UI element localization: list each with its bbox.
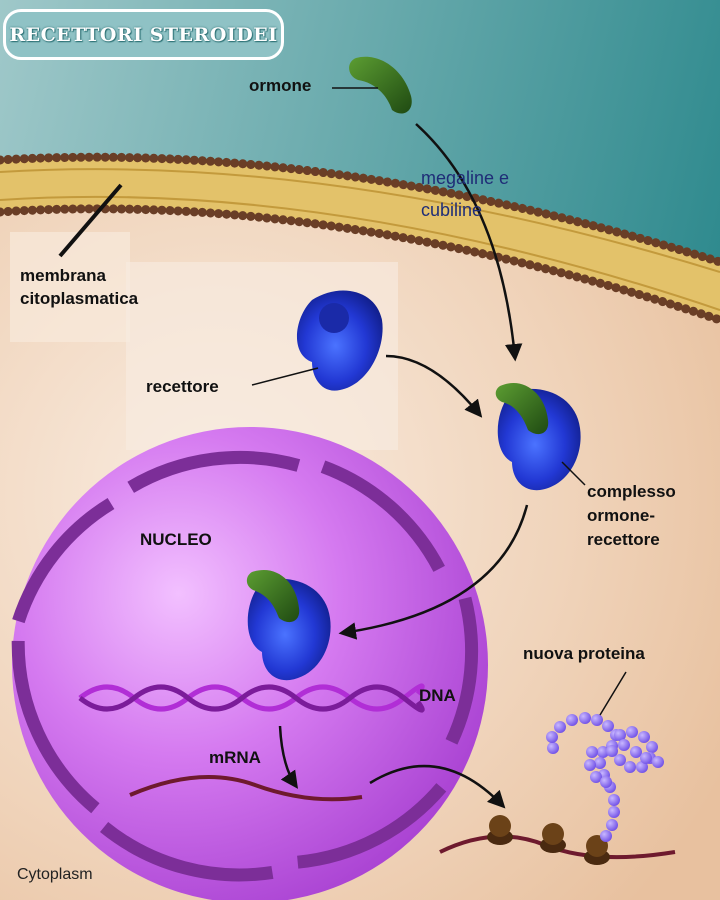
complesso-label-line1: complesso (587, 482, 676, 501)
page-title: RECETTORI STEROIDEI (9, 23, 278, 46)
mrna-label: mRNA (209, 748, 261, 767)
protein-bead (554, 721, 566, 733)
receptor-binding-arrow (385, 354, 483, 418)
cell-membrane (0, 152, 720, 325)
megaline-label-line1: megaline e (421, 168, 510, 188)
ormone-label: ormone (249, 76, 312, 95)
complesso-label-line2: ormone- (587, 506, 655, 525)
megaline-label-line2: cubiline (421, 200, 483, 220)
nucleo-label: NUCLEO (140, 530, 212, 549)
nuclear-envelope (11, 450, 479, 882)
protein-bead (626, 726, 638, 738)
protein-bead (602, 720, 614, 732)
cytoplasm-label: Cytoplasm (17, 866, 93, 883)
bound-hormone (246, 569, 300, 623)
cytoplasm-highlight (10, 232, 130, 342)
nucleus (11, 427, 488, 900)
ribosome (487, 815, 513, 845)
export-arrow (369, 764, 506, 809)
nuclear-translocation-arrow (338, 504, 529, 640)
protein-bead (630, 746, 642, 758)
mrna-strand (129, 775, 363, 802)
dna-label: DNA (419, 686, 456, 705)
membrana-label-line1: membrana (20, 266, 106, 285)
receptor-binding-site (319, 303, 349, 333)
nuova-proteina-label: nuova proteina (523, 644, 645, 663)
ribosomes (487, 815, 610, 865)
protein-bead (608, 794, 620, 806)
membrana-leader-line (58, 183, 123, 258)
protein-bead (614, 754, 626, 766)
protein-bead (547, 742, 559, 754)
protein-bead (579, 712, 591, 724)
protein-bead (591, 714, 603, 726)
transcription-arrow (278, 725, 299, 789)
protein-bead (586, 746, 598, 758)
proteina-leader-line (599, 671, 627, 716)
protein-bead (618, 739, 630, 751)
protein-bead (652, 756, 664, 768)
pathway-arrows (278, 123, 529, 809)
protein-bead (546, 731, 558, 743)
protein-bead (606, 745, 618, 757)
protein-bead (594, 757, 606, 769)
bound-hormone (495, 383, 549, 435)
protein-bead (606, 819, 618, 831)
recettore-leader-line (251, 367, 319, 386)
nuclear-hormone-receptor-complex (246, 569, 331, 681)
protein-bead (646, 741, 658, 753)
hormone-entry-arrow (415, 123, 523, 362)
recettore-label: recettore (146, 377, 219, 396)
protein-bead (640, 752, 652, 764)
title-box: RECETTORI STEROIDEI (3, 9, 284, 60)
protein-bead (566, 714, 578, 726)
new-protein-chain (546, 712, 664, 842)
protein-bead (600, 830, 612, 842)
protein-bead (608, 806, 620, 818)
protein-bead (638, 731, 650, 743)
protein-bead (597, 746, 609, 758)
nucleus-body (12, 427, 488, 900)
protein-bead (590, 771, 602, 783)
protein-bead (624, 761, 636, 773)
ribosome (540, 823, 566, 853)
membrana-label-line2: citoplasmatica (20, 289, 139, 308)
dna-helix (78, 683, 425, 713)
complesso-leader-line (561, 461, 586, 486)
receptor-protein (296, 290, 383, 391)
protein-bead (636, 761, 648, 773)
protein-bead (614, 729, 626, 741)
hormone-receptor-complex (495, 383, 581, 491)
protein-bead (600, 776, 612, 788)
complesso-label-line3: recettore (587, 530, 660, 549)
protein-bead (584, 759, 596, 771)
hormone-molecule (349, 56, 412, 114)
